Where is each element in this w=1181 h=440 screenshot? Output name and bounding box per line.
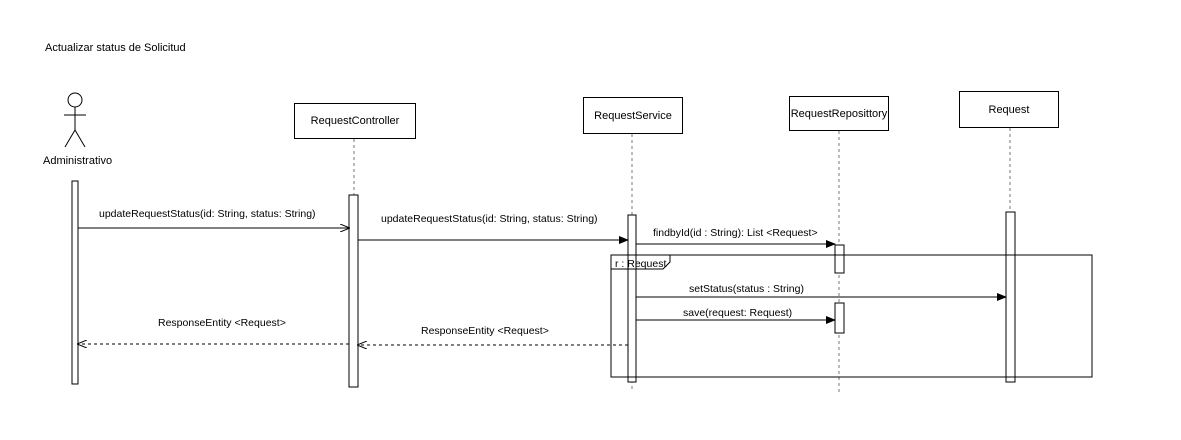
fragment-label: r : Request (615, 258, 667, 270)
return-label-2: ResponseEntity <Request> (421, 325, 549, 337)
participant-service: RequestService (583, 97, 683, 134)
message-label-3: findbyId(id : String): List <Request> (653, 227, 818, 239)
participant-controller: RequestController (294, 103, 416, 139)
activation-repository-1 (834, 244, 845, 274)
participant-entity: Request (959, 91, 1059, 128)
activation-controller (348, 194, 359, 388)
message-label-1: updateRequestStatus(id: String, status: … (99, 208, 316, 220)
fragment-frame (610, 254, 1093, 378)
activation-entity (1005, 211, 1016, 383)
diagram-title: Actualizar status de Solicitud (45, 42, 186, 54)
lifelines (353, 128, 1011, 395)
message-label-2: updateRequestStatus(id: String, status: … (381, 213, 598, 225)
activation-actor (71, 180, 79, 385)
participant-repository: RequestReposittory (789, 96, 889, 131)
messages (78, 228, 1007, 345)
activation-bars (71, 180, 1016, 388)
activation-repository-2 (834, 302, 845, 334)
message-label-4: setStatus(status : String) (689, 283, 804, 295)
actor-label: Administrativo (43, 155, 113, 167)
actor-figure-icon (64, 92, 86, 148)
message-label-5: save(request: Request) (683, 307, 793, 319)
activation-service (627, 214, 637, 383)
return-label-1: ResponseEntity <Request> (158, 317, 286, 329)
